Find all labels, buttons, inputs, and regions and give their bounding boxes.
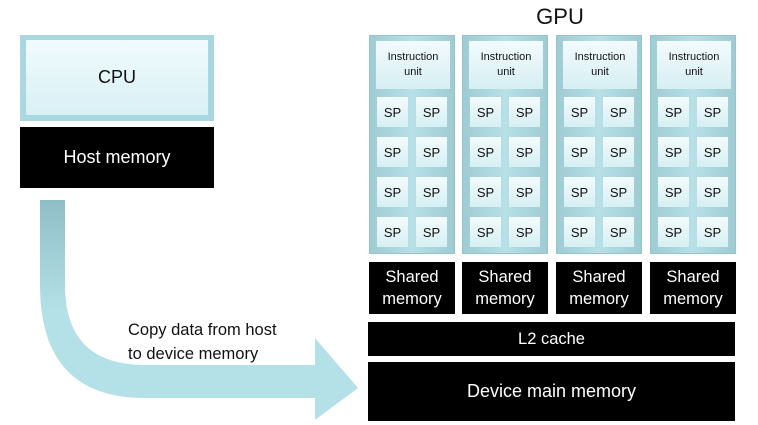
sp-core: SP (470, 217, 501, 247)
shared-memory-box: Shared memory (369, 262, 455, 314)
shared-memory-line2: memory (569, 290, 629, 308)
sp-core: SP (658, 217, 689, 247)
sp-core: SP (658, 137, 689, 167)
sp-core: SP (697, 97, 728, 127)
instruction-unit-line1: Instruction (574, 51, 626, 63)
shared-memory-line1: Shared (478, 268, 532, 286)
sp-core: SP (377, 137, 408, 167)
sp-core: SP (603, 217, 634, 247)
shared-memory-line2: memory (663, 290, 723, 308)
instruction-unit-line2: unit (404, 66, 422, 78)
sp-core: SP (416, 97, 447, 127)
shared-memory-box: Shared memory (462, 262, 548, 314)
sp-core: SP (470, 137, 501, 167)
sp-core: SP (509, 137, 540, 167)
sp-core: SP (603, 137, 634, 167)
sp-core: SP (564, 217, 595, 247)
gpu-title: GPU (536, 4, 584, 29)
sp-core: SP (377, 217, 408, 247)
instruction-unit-line1: Instruction (387, 51, 439, 63)
sp-core: SP (509, 177, 540, 207)
sp-core: SP (564, 97, 595, 127)
sp-core: SP (509, 217, 540, 247)
shared-memory-line1: Shared (385, 268, 439, 286)
shared-memory-line2: memory (475, 290, 535, 308)
shared-memory-box: Shared memory (650, 262, 736, 314)
sp-core: SP (509, 97, 540, 127)
instruction-unit: Instruction unit (657, 41, 731, 89)
sp-core: SP (416, 137, 447, 167)
cpu-label: CPU (26, 40, 208, 115)
sp-core: SP (377, 97, 408, 127)
sp-core: SP (658, 97, 689, 127)
instruction-unit: Instruction unit (563, 41, 637, 89)
instruction-unit-line2: unit (685, 66, 703, 78)
sp-core: SP (697, 177, 728, 207)
copy-label-line2: to device memory (128, 345, 259, 363)
instruction-unit-line2: unit (497, 66, 515, 78)
cpu-box: CPU (20, 35, 214, 121)
shared-memory-line2: memory (382, 290, 442, 308)
copy-arrow (40, 200, 358, 420)
sp-core: SP (470, 177, 501, 207)
sp-core: SP (603, 177, 634, 207)
sp-core: SP (658, 177, 689, 207)
device-main-memory-box: Device main memory (368, 362, 735, 421)
sp-core: SP (470, 97, 501, 127)
sp-core: SP (377, 177, 408, 207)
copy-label: Copy data from host to device memory (128, 318, 358, 366)
instruction-unit-line2: unit (591, 66, 609, 78)
sp-core: SP (697, 217, 728, 247)
copy-label-line1: Copy data from host (128, 321, 277, 339)
instruction-unit: Instruction unit (376, 41, 450, 89)
arrow-shape (40, 200, 358, 420)
sp-core: SP (603, 97, 634, 127)
sp-core: SP (416, 177, 447, 207)
sp-core: SP (697, 137, 728, 167)
sp-core: SP (564, 177, 595, 207)
shared-memory-line1: Shared (666, 268, 720, 286)
host-memory-box: Host memory (20, 127, 214, 188)
l2-cache-box: L2 cache (368, 322, 735, 356)
sp-core: SP (416, 217, 447, 247)
instruction-unit: Instruction unit (469, 41, 543, 89)
shared-memory-box: Shared memory (556, 262, 642, 314)
sp-core: SP (564, 137, 595, 167)
instruction-unit-line1: Instruction (668, 51, 720, 63)
instruction-unit-line1: Instruction (480, 51, 532, 63)
shared-memory-line1: Shared (572, 268, 626, 286)
